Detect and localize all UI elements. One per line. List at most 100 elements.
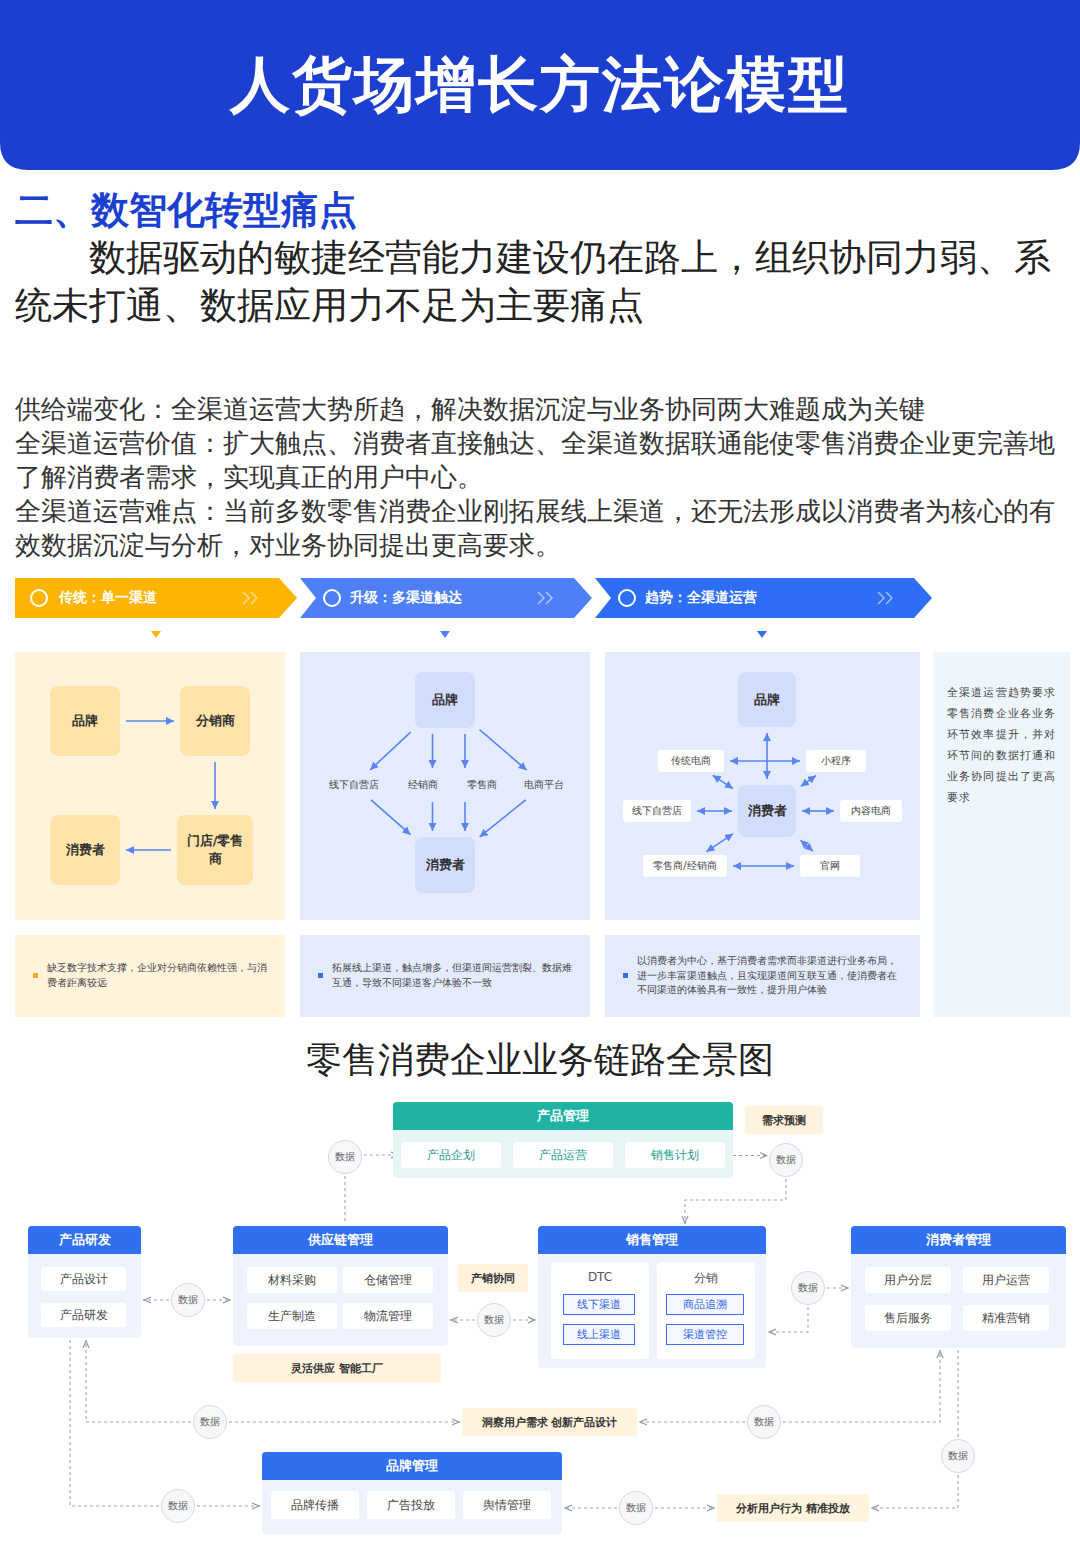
trend-panel: 全渠道运营趋势要求零售消费企业各业务环节效率提升，并对环节间的数据打通和业务协同… — [933, 652, 1070, 1017]
connector — [513, 1319, 536, 1320]
data-circle: 数据 — [769, 1143, 803, 1177]
node-text: 数据 — [776, 1153, 796, 1167]
node-text: 升级：多渠道触达 — [350, 589, 462, 607]
bullet-square — [623, 973, 628, 978]
channel-pill: 商品追溯 — [666, 1294, 744, 1315]
node-text: 传统：单一渠道 — [59, 589, 157, 607]
function-box: 物流管理 — [343, 1303, 433, 1329]
node-text: 用户分层 — [884, 1272, 932, 1289]
channel-label: 经销商 — [396, 774, 450, 796]
connector — [197, 1505, 260, 1506]
module-group: 销售管理 DTC 线下渠道线上渠道 分销商品追溯渠道管控 — [538, 1226, 766, 1368]
chevron-arrows — [538, 592, 552, 604]
data-circle: 数据 — [941, 1439, 975, 1473]
data-circle: 数据 — [791, 1271, 825, 1305]
section-heading: 二、数智化转型痛点 — [15, 186, 775, 234]
group-header: 品牌管理 — [262, 1452, 562, 1480]
entity-box: 消费者 — [738, 785, 796, 837]
node-text: 产品运营 — [539, 1147, 587, 1164]
function-box: 舆情管理 — [463, 1491, 551, 1519]
subtitle: 数据驱动的敏捷经营能力建设仍在路上，组织协同力弱、系统未打通、数据应用力不足为主… — [15, 234, 1065, 330]
chevron-icon — [324, 590, 340, 606]
diagram-caption: 零售消费企业业务链路全景图 — [0, 1036, 1080, 1084]
connector — [214, 762, 216, 809]
connector — [344, 1176, 345, 1224]
function-box: 销售计划 — [625, 1142, 725, 1168]
highlight-tag: 洞察用户需求 创新产品设计 — [462, 1408, 637, 1436]
node-text: 产销协同 — [471, 1271, 515, 1286]
connector — [464, 734, 466, 768]
module-group: 供应链管理材料采购仓储管理生产制造物流管理 — [233, 1226, 448, 1346]
node-text: 生产制造 — [268, 1308, 316, 1325]
panel — [15, 652, 285, 920]
panel — [300, 652, 590, 920]
node-text: 精准营销 — [982, 1310, 1030, 1327]
module-group: 产品管理产品企划产品运营销售计划 — [393, 1102, 733, 1178]
node-text: 需求预测 — [762, 1113, 806, 1128]
function-box: 广告投放 — [367, 1491, 455, 1519]
group-header: 销售管理 — [538, 1226, 766, 1254]
connector — [450, 1319, 475, 1320]
function-box: 用户运营 — [963, 1267, 1049, 1293]
channel-box: 线下自营店 — [623, 800, 691, 822]
node-text: 广告投放 — [387, 1497, 435, 1514]
node-text: 线下自营店 — [329, 778, 379, 792]
group-header: 消费者管理 — [851, 1226, 1066, 1254]
node-text: DTC — [588, 1270, 612, 1284]
node-text: 物流管理 — [364, 1308, 412, 1325]
connector — [480, 800, 526, 837]
connector — [370, 732, 410, 770]
connector — [697, 810, 732, 812]
channel-box: 小程序 — [806, 750, 866, 772]
node-text: 数据 — [200, 1415, 220, 1429]
node-text: 消费者 — [426, 856, 465, 874]
connector — [86, 1340, 191, 1422]
function-box: 产品研发 — [41, 1303, 126, 1327]
note-box: 以消费者为中心，基于消费者需求而非渠道进行业务布局，进一步丰富渠道触点，且实现渠… — [605, 935, 920, 1017]
function-box: 材料采购 — [247, 1267, 337, 1293]
group-header: 产品管理 — [393, 1102, 733, 1130]
channel-box: 官网 — [800, 855, 860, 877]
node-text: 电商平台 — [524, 778, 564, 792]
header-band — [0, 0, 1080, 170]
node-text: 门店/零售商 — [181, 832, 249, 868]
node-text: 数据 — [335, 1150, 355, 1164]
node-text: 数据 — [178, 1293, 198, 1307]
node-text: 渠道管控 — [683, 1327, 727, 1342]
connector — [685, 1179, 786, 1224]
bullet-square — [33, 973, 38, 978]
node-text: 品牌传播 — [291, 1497, 339, 1514]
function-box: 仓储管理 — [343, 1267, 433, 1293]
node-text: 商品追溯 — [683, 1297, 727, 1312]
module-group: 消费者管理用户分层 用户运营售后服务 精准营销 — [851, 1226, 1066, 1348]
connector — [126, 720, 174, 722]
node-text: 分销商 — [196, 712, 235, 730]
connector — [827, 1287, 849, 1288]
pointer — [757, 631, 767, 638]
node-text: 产品研发 — [60, 1307, 108, 1324]
node-text: 分销 — [694, 1270, 718, 1287]
data-circle: 数据 — [161, 1489, 195, 1523]
node-text: 数据 — [626, 1501, 646, 1515]
node-text: 数据 — [168, 1499, 188, 1513]
channel-pill: 渠道管控 — [666, 1324, 744, 1345]
node-text: 销售计划 — [651, 1147, 699, 1164]
node-text: 品牌 — [432, 691, 458, 709]
node-text: 仓储管理 — [364, 1272, 412, 1289]
connector — [207, 1299, 231, 1300]
data-circle: 数据 — [171, 1283, 205, 1317]
node-text: 灵活供应 智能工厂 — [291, 1361, 383, 1376]
node-text: 拓展线上渠道，触点增多，但渠道间运营割裂、数据难互通，导致不同渠道客户体验不一致 — [332, 961, 574, 990]
node-text: 线上渠道 — [577, 1327, 621, 1342]
connector — [126, 849, 171, 851]
connector — [801, 776, 816, 787]
connector — [70, 1340, 159, 1506]
node-text: 线下渠道 — [577, 1297, 621, 1312]
connector — [871, 1475, 958, 1508]
entity-box: 门店/零售商 — [177, 815, 253, 885]
function-box: 售后服务 — [865, 1305, 951, 1331]
node-text: 数据 — [798, 1281, 818, 1295]
node-text: 零售商/经销商 — [653, 859, 716, 873]
connector — [655, 1507, 715, 1508]
chevron-icon — [619, 590, 635, 606]
